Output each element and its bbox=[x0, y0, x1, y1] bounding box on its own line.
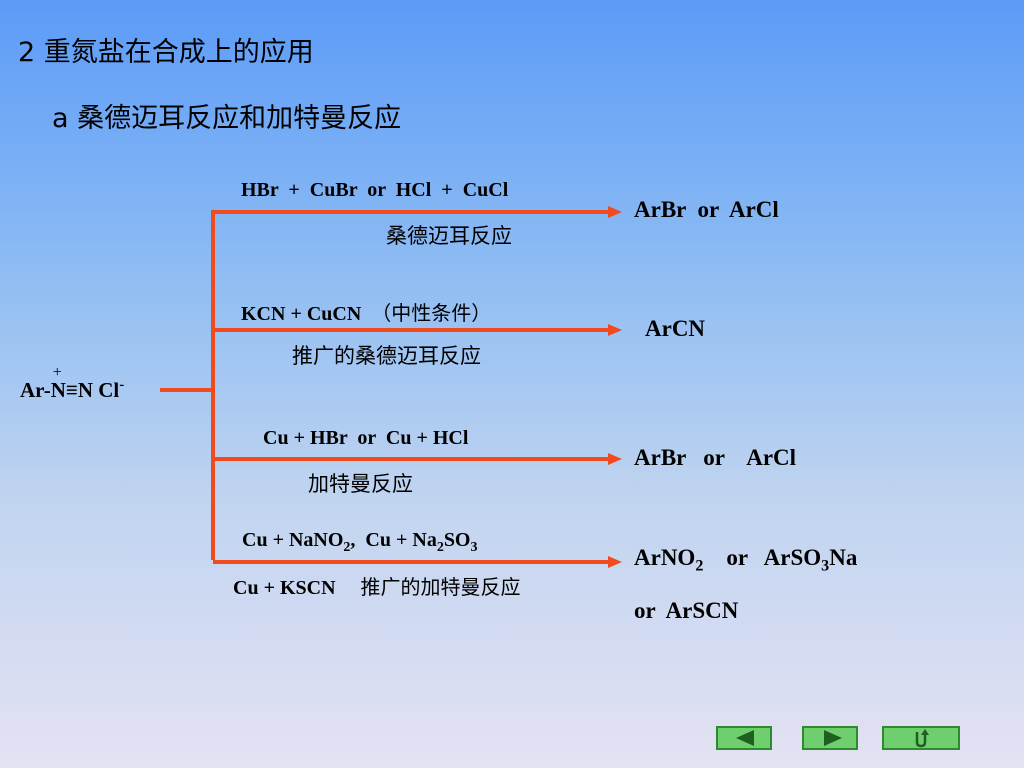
branch-1-product-seg-0: ArBr or ArCl bbox=[634, 197, 779, 222]
branch-4-product-line2-seg-0: or ArSCN bbox=[634, 598, 739, 623]
branch-2-product: ArCN bbox=[645, 316, 705, 342]
branch-4-reagents-seg-4: SO bbox=[443, 529, 471, 551]
page-title: 2 重氮盐在合成上的应用 bbox=[18, 37, 314, 68]
branch-1-reaction-name: 桑德迈耳反应 bbox=[386, 224, 512, 248]
branch-1-reagents: HBr + CuBr or HCl + CuCl bbox=[241, 179, 508, 202]
page-subtitle: a 桑德迈耳反应和加特曼反应 bbox=[52, 103, 402, 134]
branch-4-product-seg-3: 3 bbox=[821, 557, 830, 575]
branch-3-arrowhead bbox=[608, 453, 622, 465]
return-arrow-icon bbox=[915, 729, 929, 748]
branch-3-reaction-name: 加特曼反应 bbox=[308, 472, 413, 496]
branch-2-reagents: KCN + CuCN （中性条件） bbox=[241, 297, 491, 326]
prev-slide-button[interactable] bbox=[716, 726, 772, 750]
branch-3-reagents-seg-0: Cu + HBr or Cu + HCl bbox=[263, 427, 469, 449]
branch-4-reagents-line2: Cu + KSCN 推广的加特曼反应 bbox=[233, 571, 521, 600]
next-slide-button[interactable] bbox=[802, 726, 858, 750]
branch-4-product-seg-2: or ArSO bbox=[703, 545, 822, 570]
branch-4-reagents-line2-seg-0: Cu + KSCN bbox=[233, 577, 361, 599]
branch-4-product-seg-0: ArNO bbox=[634, 545, 696, 570]
branch-4-product-line2: or ArSCN bbox=[634, 598, 738, 624]
branch-4-reagents-seg-3: 2 bbox=[436, 540, 444, 555]
branch-3-product-seg-0: ArBr or ArCl bbox=[634, 445, 797, 470]
branch-4-product-seg-1: 2 bbox=[695, 557, 704, 575]
branch-2-arrowhead bbox=[608, 324, 622, 336]
branch-1-product: ArBr or ArCl bbox=[634, 197, 779, 223]
branch-2-reaction-name: 推广的桑德迈耳反应 bbox=[292, 344, 481, 368]
branch-1-arrowhead bbox=[608, 206, 622, 218]
reactant-diazonium: Ar-+N≡N Cl- bbox=[20, 364, 125, 403]
branch-4-product-seg-4: Na bbox=[829, 545, 858, 570]
reactant-n-plus: N bbox=[50, 378, 66, 402]
reactant-prefix: Ar- bbox=[20, 378, 51, 402]
branch-4-reagents-seg-5: 3 bbox=[470, 540, 478, 555]
branch-4-reagents: Cu + NaNO2, Cu + Na2SO3 bbox=[242, 529, 478, 556]
reactant-plus-charge: + bbox=[52, 364, 62, 381]
triangle-left-icon bbox=[736, 730, 754, 746]
branch-4-reagents-seg-0: Cu + NaNO bbox=[242, 529, 344, 551]
branch-4-reagents-seg-2: , Cu + Na bbox=[350, 529, 437, 551]
branch-4-reagents-line2-seg-1: 推广的加特曼反应 bbox=[360, 575, 521, 599]
reactant-rest: ≡N Cl bbox=[65, 378, 120, 402]
branch-3-product: ArBr or ArCl bbox=[634, 445, 796, 471]
branch-3-reagents: Cu + HBr or Cu + HCl bbox=[263, 427, 468, 450]
reactant-minus-charge: - bbox=[119, 377, 125, 393]
branch-4-arrowhead bbox=[608, 556, 622, 568]
branch-4-product: ArNO2 or ArSO3Na bbox=[634, 545, 857, 576]
branch-2-reagents-seg-1: （中性条件） bbox=[371, 301, 492, 325]
triangle-right-icon bbox=[824, 730, 842, 746]
branch-4-reagents-seg-1: 2 bbox=[343, 540, 351, 555]
branch-1-reagents-seg-0: HBr + CuBr or HCl + CuCl bbox=[241, 179, 509, 201]
branch-2-reagents-seg-0: KCN + CuCN bbox=[241, 303, 372, 325]
return-button[interactable] bbox=[882, 726, 960, 750]
branch-2-product-seg-0: ArCN bbox=[645, 316, 706, 341]
